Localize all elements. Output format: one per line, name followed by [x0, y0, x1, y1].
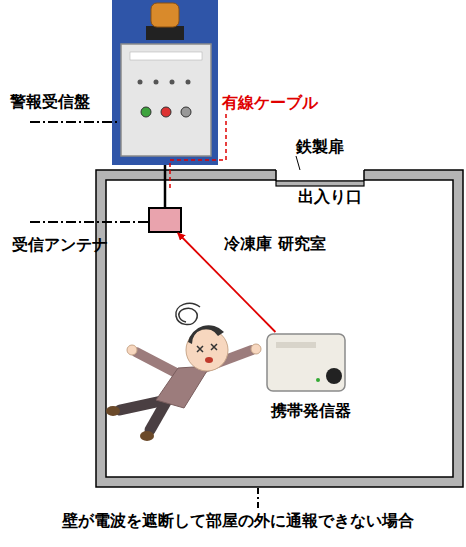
outer-wall: [96, 170, 463, 487]
panel-box: [121, 44, 211, 156]
cable-leader: [170, 114, 226, 188]
panel-lamp: [186, 80, 191, 85]
panel-nameplate: [130, 52, 202, 60]
wired-cable: [164, 165, 167, 207]
person-shoe: [140, 431, 154, 441]
door-gap: [276, 168, 364, 181]
transmitter-lamp: [316, 378, 320, 382]
transmitter-body: [267, 334, 345, 391]
panel-button: [161, 107, 171, 117]
leader-line: [296, 156, 300, 170]
person-hair: [188, 325, 224, 344]
door-jamb: [275, 170, 277, 181]
panel-photo-background: [112, 0, 218, 165]
panel-lamp: [138, 80, 143, 85]
node-label: 冷凍庫 研究室: [224, 235, 326, 253]
annotation-label: 鉄製扉: [296, 138, 344, 156]
beacon-base: [146, 26, 184, 40]
steel-door: [276, 181, 364, 186]
panel-button: [141, 107, 151, 117]
person-eyes: [197, 344, 217, 352]
inner-wall: [106, 180, 453, 477]
node-label: 警報受信盤: [10, 93, 90, 111]
annotation-label: 壁が電波を遮断して部屋の外に通報できない場合: [62, 512, 414, 530]
leader-line: [257, 488, 259, 508]
panel-lamp: [170, 80, 175, 85]
dizzy-swirl: [176, 303, 200, 324]
node-label: 受信アンテナ: [12, 236, 108, 254]
handheld-transmitter: 携帯発信器: [265, 332, 347, 394]
cable-label: 有線ケーブル: [222, 94, 318, 112]
panel-button: [181, 107, 191, 117]
beacon-light: [151, 3, 179, 27]
person-hand: [127, 345, 137, 355]
alarm-panel: 警報受信盤: [112, 0, 218, 165]
panel-lamp: [154, 80, 159, 85]
freezer-room: 冷凍庫 研究室 受信アンテナ携帯発信器: [96, 170, 463, 487]
transmitter-knob: [326, 368, 342, 384]
leader-line: [30, 221, 148, 223]
node-label: 携帯発信器: [271, 402, 351, 420]
person-hand: [251, 344, 261, 354]
person-shoe: [106, 406, 120, 416]
person-leg: [150, 402, 166, 430]
annotation-label: 出入り口: [298, 188, 362, 206]
person-torso: [156, 366, 210, 408]
door-jamb: [363, 170, 365, 181]
person-mouth: [205, 357, 213, 363]
receiver-antenna: 受信アンテナ: [148, 207, 182, 233]
transmitter-label: [276, 342, 316, 348]
leader-line: [30, 121, 120, 123]
